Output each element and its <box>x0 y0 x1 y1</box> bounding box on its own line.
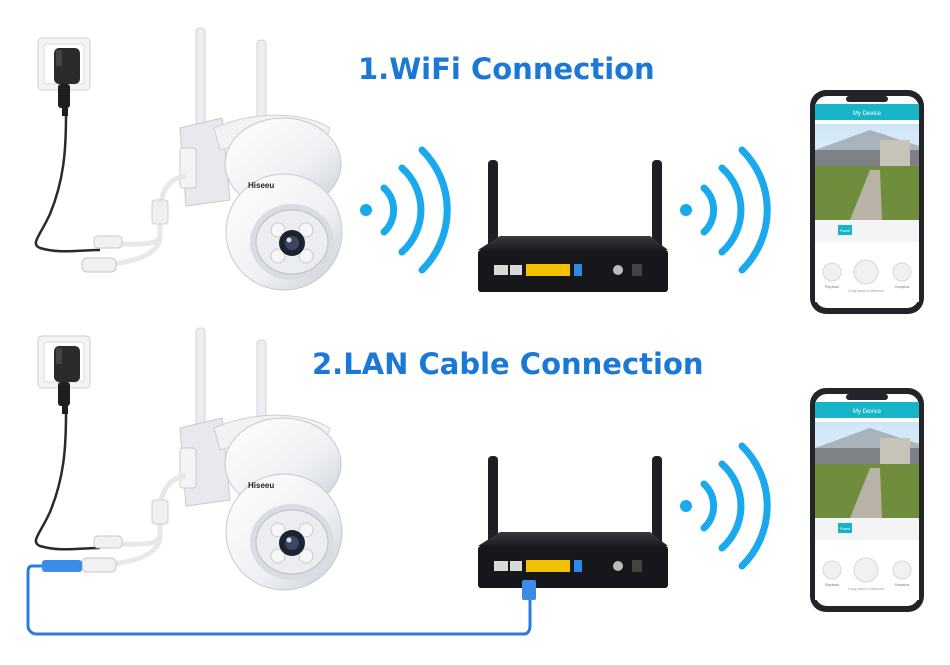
ptz-camera-icon <box>82 28 342 290</box>
smartphone-icon <box>809 387 925 613</box>
wifi-waves-icon <box>680 446 767 566</box>
quality-badge: Fluent <box>840 229 850 233</box>
router-icon <box>478 160 668 292</box>
snapshot-button: Snapshot <box>895 285 910 289</box>
intercom-hint: Long press to Intercom <box>848 289 884 293</box>
playback-button: Playback <box>825 285 839 289</box>
phone-header-label: My Device <box>853 409 882 415</box>
rj45-plug-icon <box>42 560 82 572</box>
wifi-section: Hiseeu My Device Fluent Playback Long pr… <box>34 28 925 315</box>
rj45-plug-icon <box>522 580 536 600</box>
lan-section: Hiseeu My Device Fluent Playback Long pr… <box>26 328 925 636</box>
wifi-waves-icon <box>360 150 447 270</box>
quality-badge: Fluent <box>840 527 850 531</box>
intercom-hint: Long press to Intercom <box>848 587 884 591</box>
phone-header-label: My Device <box>853 111 882 117</box>
snapshot-button: Snapshot <box>895 583 910 587</box>
wifi-connection-title: 1.WiFi Connection <box>358 52 655 86</box>
camera-brand-label: Hiseeu <box>248 481 274 490</box>
lan-connection-title: 2.LAN Cable Connection <box>312 347 704 381</box>
power-cable <box>34 115 101 253</box>
lan-cable <box>26 564 532 636</box>
playback-button: Playback <box>825 583 839 587</box>
power-cable <box>34 413 101 551</box>
smartphone-icon <box>809 89 925 315</box>
camera-brand-label: Hiseeu <box>248 181 274 190</box>
router-icon <box>478 456 668 588</box>
wifi-waves-icon <box>680 150 767 270</box>
ptz-camera-icon <box>82 328 342 590</box>
wall-outlet-icon <box>37 335 91 415</box>
wall-outlet-icon <box>37 37 91 117</box>
